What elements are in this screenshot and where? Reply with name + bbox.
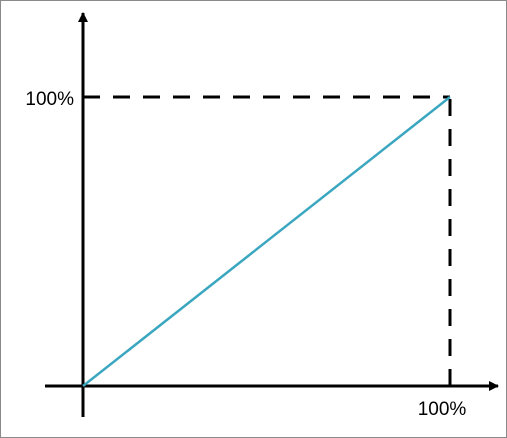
- guide-lines: [83, 95, 452, 386]
- x-tick-label-100: 100%: [418, 399, 467, 420]
- series-layer: [82, 96, 451, 387]
- series-line-0: [82, 96, 451, 387]
- y-tick-label-100: 100%: [25, 89, 74, 110]
